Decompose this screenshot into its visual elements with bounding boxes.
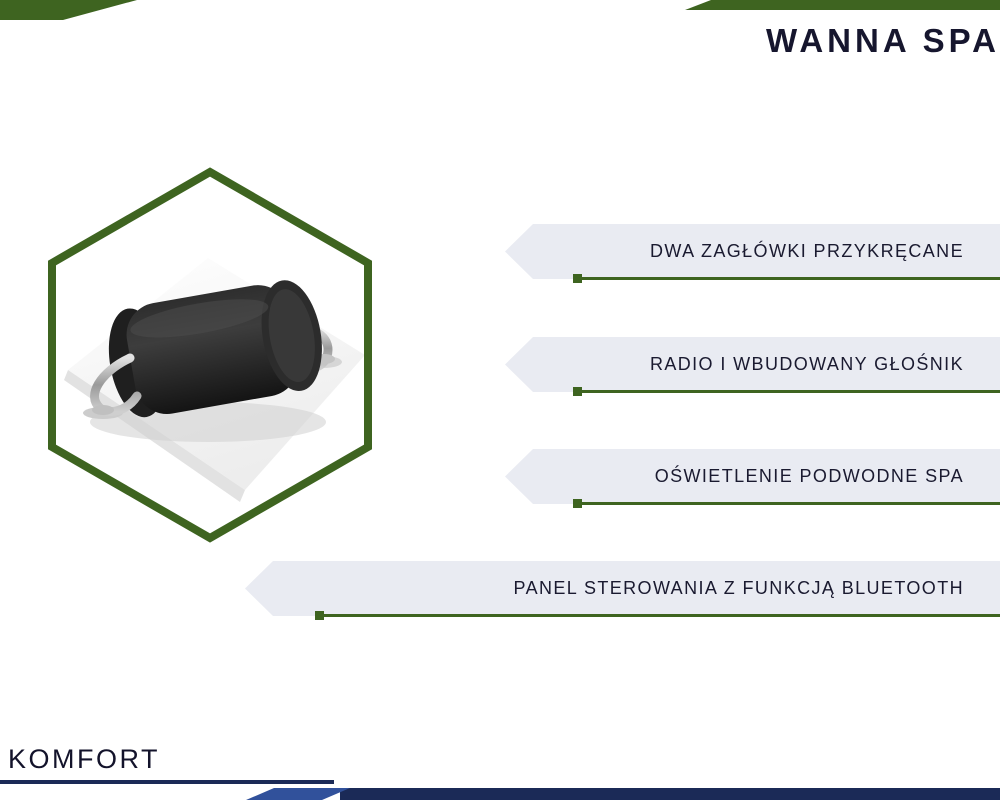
feature-label-1: DWA ZAGŁÓWKI PRZYKRĘCANE	[650, 241, 964, 261]
feature-label-4: PANEL STEROWANIA Z FUNKCJĄ BLUETOOTH	[513, 578, 964, 598]
feature-banner-2: RADIO I WBUDOWANY GŁOŚNIK	[505, 337, 1000, 392]
feature-rule-3	[573, 499, 1000, 508]
rule-dot-3	[573, 499, 582, 508]
pillow-right-cap-inner	[268, 289, 315, 383]
rule-dot-2	[573, 387, 582, 396]
footer-underline	[0, 780, 334, 784]
feature-label-3: OŚWIETLENIE PODWODNE SPA	[654, 466, 964, 486]
feature-rule-2	[573, 387, 1000, 396]
feature-banner-3: OŚWIETLENIE PODWODNE SPA	[505, 449, 1000, 504]
rule-dot-1	[573, 274, 582, 283]
feature-rule-4	[315, 611, 1000, 620]
footer-bar-accent	[246, 788, 350, 800]
pillow-highlight	[130, 299, 269, 338]
feature-rule-1	[573, 274, 1000, 283]
spa-headrest-photo	[48, 167, 372, 543]
footer-title: KOMFORT	[8, 744, 160, 774]
product-hexagon	[40, 160, 380, 550]
feature-label-2: RADIO I WBUDOWANY GŁOŚNIK	[649, 354, 964, 374]
feature-banner-1: DWA ZAGŁÓWKI PRZYKRĘCANE	[505, 224, 1000, 279]
feature-banner-4: PANEL STEROWANIA Z FUNKCJĄ BLUETOOTH	[245, 561, 1000, 616]
title-accent-bar	[685, 0, 1000, 10]
page-title: WANNA SPA	[766, 22, 1000, 59]
top-left-accent-shape	[0, 0, 137, 20]
bracket-base-left	[92, 405, 114, 415]
hexagon-outline	[48, 167, 372, 543]
headrest-pillow	[108, 280, 322, 418]
rule-dot-4	[315, 611, 324, 620]
footer-bar	[340, 788, 1000, 800]
